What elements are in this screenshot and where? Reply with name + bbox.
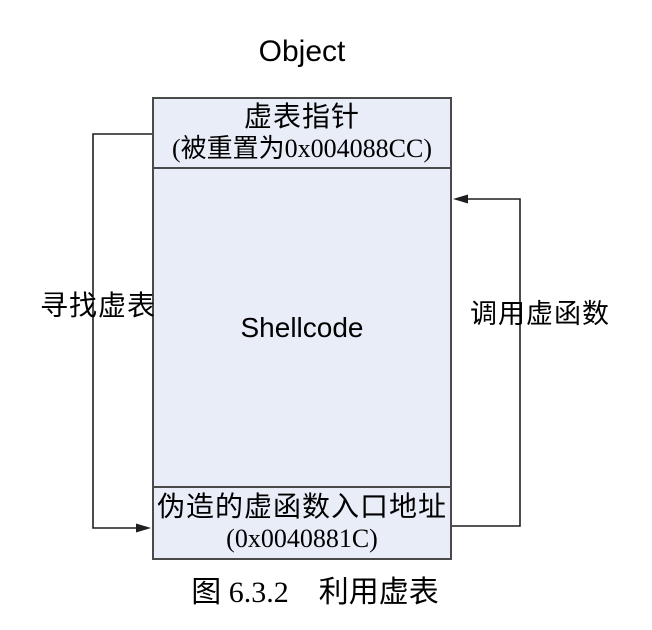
call-vfunc-arrow-line [452,198,521,527]
find-vtable-arrow [92,133,152,533]
fake-vfunc-entry-address: (0x0040881C) [226,524,378,553]
find-vtable-label: 寻找虚表 [40,291,157,322]
call-vfunc-label: 调用虚函数 [470,299,610,329]
shellcode-label: Shellcode [240,311,364,343]
fake-vfunc-entry-label: 伪造的虚函数入口地址 [156,492,447,523]
shellcode-section: Shellcode [154,169,450,488]
object-title: Object [258,35,346,68]
call-vfunc-arrowhead-icon [453,194,468,204]
vtable-pointer-section: 虚表指针 (被重置为0x004088CC) [154,99,450,169]
find-vtable-arrowhead-icon [136,523,151,533]
object-box: 虚表指针 (被重置为0x004088CC) Shellcode 伪造的虚函数入口… [152,97,452,560]
call-vfunc-arrow [452,194,521,527]
figure-caption: 图 6.3.2 利用虚表 [191,576,439,609]
find-vtable-arrow-line [92,133,152,529]
fake-vfunc-entry-section: 伪造的虚函数入口地址 (0x0040881C) [154,488,450,558]
vtable-pointer-address: (被重置为0x004088CC) [171,134,432,163]
vtable-pointer-label: 虚表指针 [243,102,360,133]
